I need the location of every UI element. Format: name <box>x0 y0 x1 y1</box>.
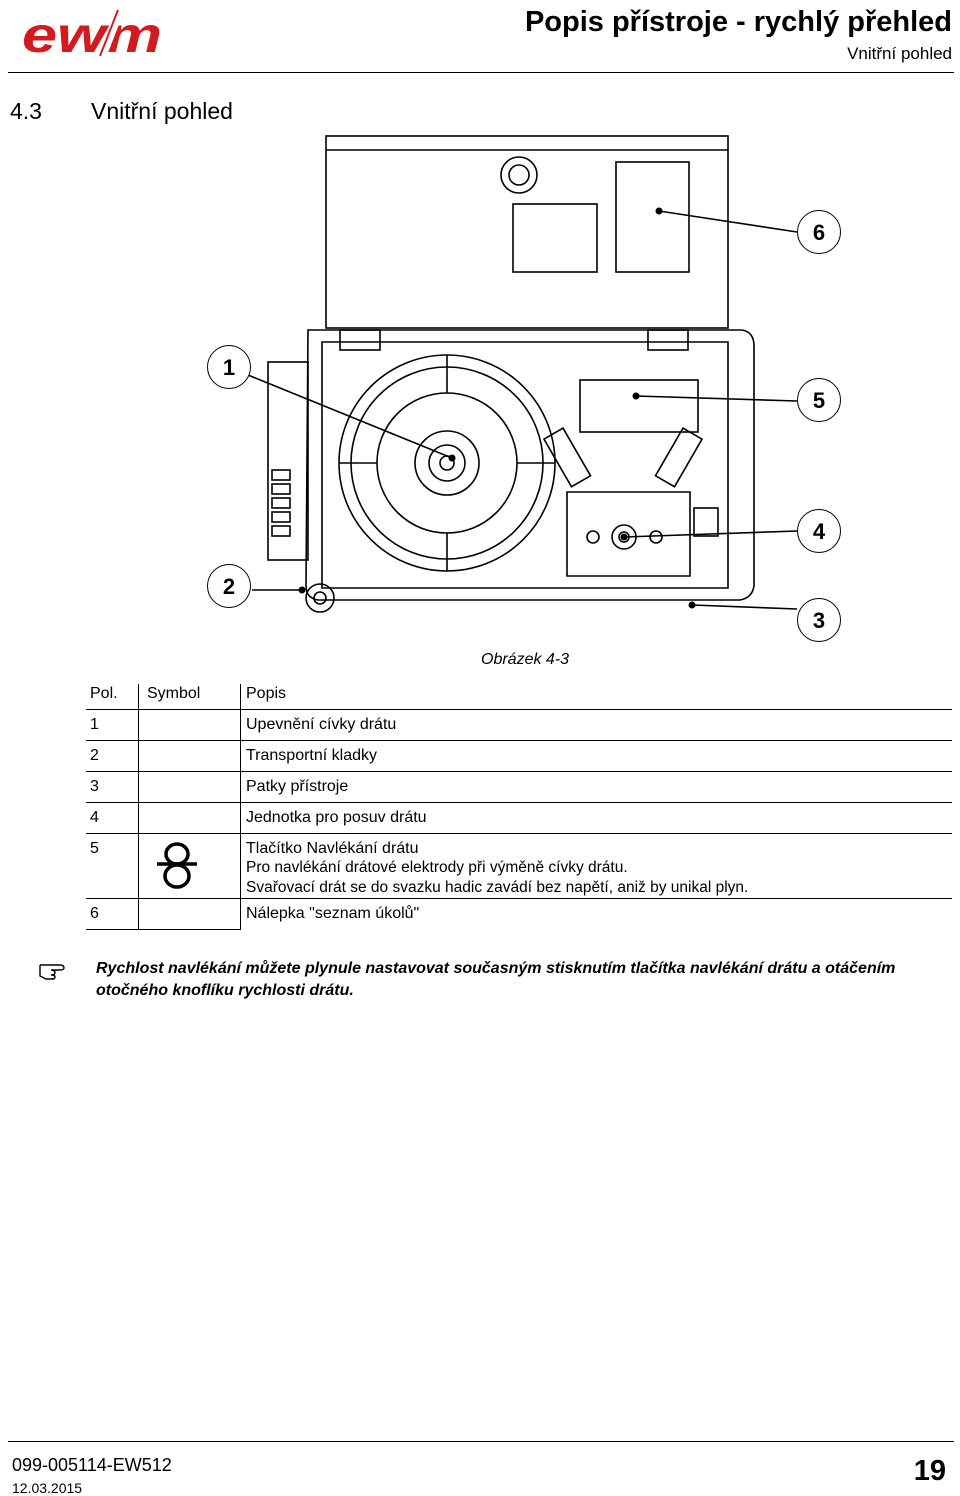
row-pos: 2 <box>86 740 139 772</box>
row-title: Patky přístroje <box>240 771 952 803</box>
table-row: 3 Patky přístroje <box>86 771 952 803</box>
row-title: Jednotka pro posuv drátu <box>240 802 952 834</box>
callout-2: 2 <box>207 564 251 608</box>
task-list-sticker <box>615 161 690 273</box>
row-title: Nálepka "seznam úkolů" <box>246 905 420 922</box>
ewm-logo: ewm <box>22 8 162 58</box>
section-title: Vnitřní pohled <box>91 98 233 124</box>
row-pos: 5 <box>86 833 139 899</box>
document-number: 099-005114-EW512 <box>12 1455 172 1475</box>
table-row: 2 Transportní kladky <box>86 740 952 772</box>
callout-1: 1 <box>207 345 251 389</box>
row-symbol <box>138 771 241 803</box>
table-row: 1 Upevnění cívky drátu <box>86 709 952 741</box>
row-title: Tlačítko Navlékání drátu <box>246 840 419 857</box>
footer-divider <box>8 1441 954 1442</box>
legend-header-row: Pol. Symbol Popis <box>86 684 952 710</box>
document-date: 12.03.2015 <box>12 1480 83 1496</box>
row-symbol <box>138 898 241 930</box>
row-title: Transportní kladky <box>240 740 952 772</box>
device-inner-view-figure <box>247 135 798 613</box>
row-desc: Pro navlékání drátové elektrody při výmě… <box>246 859 628 876</box>
lid-handle <box>500 156 538 194</box>
table-row: 5 Tlačítko Navlékání drátu Pro navlékání… <box>86 833 952 899</box>
device-housing <box>305 329 755 601</box>
row-desc: Svařovací drát se do svazku hadic zavádí… <box>246 879 749 896</box>
col-header-symbol: Symbol <box>138 684 241 710</box>
figure-caption: Obrázek 4-3 <box>481 651 570 668</box>
col-header-desc: Popis <box>240 684 952 710</box>
row-pos: 6 <box>86 898 139 930</box>
page-number: 19 <box>913 1455 946 1487</box>
col-header-pos: Pol. <box>86 684 139 710</box>
callout-4: 4 <box>797 509 841 553</box>
callout-5: 5 <box>797 378 841 422</box>
callout-6: 6 <box>797 210 841 254</box>
note-text: Rychlost navlékání můžete plynule nastav… <box>96 960 896 999</box>
row-symbol <box>138 833 241 899</box>
device-lid <box>325 135 729 329</box>
row-symbol <box>138 802 241 834</box>
row-symbol <box>138 740 241 772</box>
row-title: Upevnění cívky drátu <box>240 709 952 741</box>
callout-3: 3 <box>797 598 841 642</box>
svg-text:ewm: ewm <box>22 8 162 58</box>
row-content: Tlačítko Navlékání drátu Pro navlékání d… <box>240 833 952 899</box>
row-pos: 1 <box>86 709 139 741</box>
table-row: 6 Nálepka "seznam úkolů" <box>86 898 952 930</box>
header-subtitle: Vnitřní pohled <box>847 44 952 63</box>
header-title: Popis přístroje - rychlý přehled <box>524 6 952 38</box>
table-row: 4 Jednotka pro posuv drátu <box>86 802 952 834</box>
row-symbol <box>138 709 241 741</box>
wire-threading-icon <box>157 842 197 889</box>
transport-roller <box>305 583 335 613</box>
header-divider <box>8 72 954 73</box>
pointing-hand-icon <box>39 964 65 980</box>
row-pos: 3 <box>86 771 139 803</box>
lid-window <box>512 203 598 273</box>
wire-feed-unit <box>566 491 691 577</box>
side-panel <box>267 361 309 561</box>
legend-table: Pol. Symbol Popis 1 Upevnění cívky drátu… <box>86 684 952 930</box>
row-pos: 4 <box>86 802 139 834</box>
section-number: 4.3 <box>10 98 42 124</box>
